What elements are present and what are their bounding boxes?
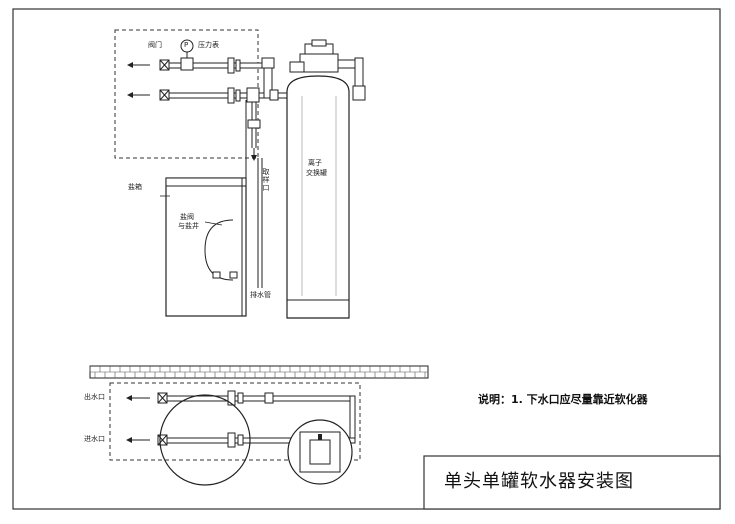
resin-tank-label-2: 交换罐 [306, 169, 327, 177]
dashed-boundary-plan [109, 382, 361, 461]
sampling-port-label: 取样口 [262, 168, 270, 192]
brine-tank-plan [159, 394, 251, 486]
resin-tank-label-1: 离子 [308, 159, 322, 167]
brine-tank-label: 盐箱 [128, 183, 142, 191]
drawing-title: 单头单罐软水器安装图 [444, 471, 634, 492]
installation-note: 说明：1. 下水口应尽量靠近软化器 [478, 393, 648, 406]
brine-valve-label-2: 与盐井 [178, 222, 199, 230]
pressure-gauge-label: 压力表 [198, 41, 219, 49]
gauge-letter: P [184, 41, 189, 49]
title-block [423, 455, 721, 510]
brine-valve-label-1: 盐阀 [180, 213, 194, 221]
valve-label: 阀门 [148, 41, 162, 49]
inlet-pipe-top [159, 62, 269, 69]
outlet-label: 出水口 [84, 393, 105, 401]
drawing-border [12, 8, 721, 510]
drain-pipe-label: 排水管 [250, 291, 271, 299]
brine-tank [165, 177, 247, 317]
inlet-label: 进水口 [84, 435, 105, 443]
dashed-boundary-top [114, 29, 259, 159]
resin-tank [286, 75, 350, 319]
